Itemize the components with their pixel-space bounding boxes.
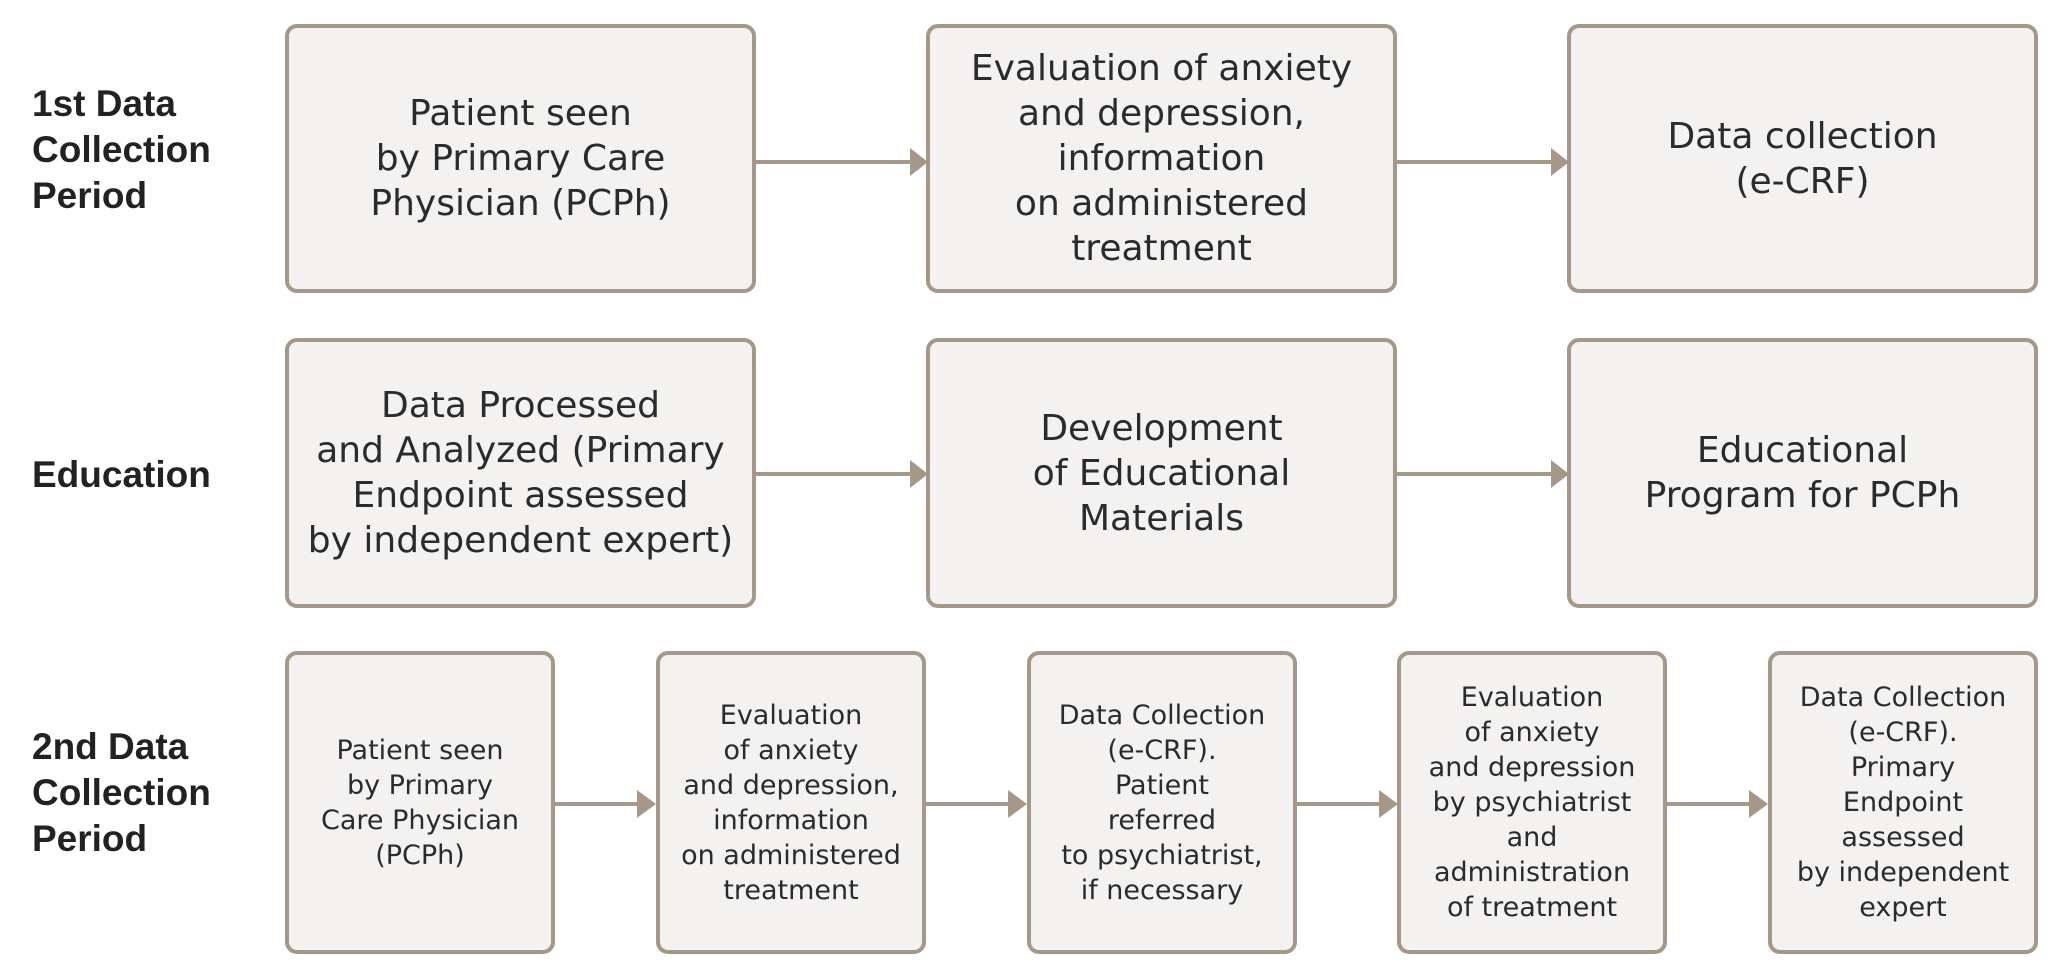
box-text: Evaluation of anxiety and depression, in…	[970, 48, 1353, 269]
arrowhead-3-4	[1749, 790, 1768, 818]
box-evaluation-anxiety-depression: Evaluation of anxiety and depression, in…	[926, 24, 1397, 293]
box-patient-seen-pcph-2: Patient seen by Primary Care Physician (…	[285, 651, 555, 954]
box-evaluation-by-psychiatrist: Evaluation of anxiety and depression by …	[1397, 651, 1667, 954]
box-evaluation-anxiety-depression-2: Evaluation of anxiety and depression, in…	[656, 651, 926, 954]
box-text: Evaluation of anxiety and depression by …	[1428, 682, 1636, 923]
arrowhead-3-1	[637, 790, 656, 818]
box-educational-program-pcph: Educational Program for PCPh	[1567, 338, 2038, 608]
box-data-collection-ecrf: Data collection (e-CRF)	[1567, 24, 2038, 293]
box-text: Educational Program for PCPh	[1644, 430, 1961, 516]
arrowhead-2-1	[910, 460, 928, 488]
box-data-processed-analyzed: Data Processed and Analyzed (Primary End…	[285, 338, 756, 608]
row3-arrows	[555, 790, 1768, 818]
box-text: Data Collection (e-CRF). Primary Endpoin…	[1796, 682, 2010, 923]
row-label-education: Education	[32, 454, 211, 495]
row1-arrows	[756, 148, 1569, 176]
box-data-collection-referral: Data Collection (e-CRF). Patient referre…	[1027, 651, 1297, 954]
arrowhead-1-1	[910, 148, 928, 176]
box-patient-seen-pcph: Patient seen by Primary Care Physician (…	[285, 24, 756, 293]
box-text: Data Processed and Analyzed (Primary End…	[307, 385, 734, 561]
row-label-1st-data-collection: 1st Data Collection Period	[32, 83, 211, 216]
box-text: Development of Educational Materials	[1032, 407, 1291, 539]
arrowhead-3-3	[1379, 790, 1398, 818]
arrowhead-1-2	[1551, 148, 1569, 176]
arrowhead-2-2	[1551, 460, 1569, 488]
box-text: Evaluation of anxiety and depression, in…	[681, 699, 901, 906]
arrowhead-3-2	[1008, 790, 1027, 818]
box-development-educational-materials: Development of Educational Materials	[926, 338, 1397, 608]
box-text: Data collection (e-CRF)	[1667, 115, 1938, 202]
box-data-collection-primary-endpoint: Data Collection (e-CRF). Primary Endpoin…	[1768, 651, 2038, 954]
row-label-2nd-data-collection: 2nd Data Collection Period	[32, 726, 211, 859]
box-text: Patient seen by Primary Care Physician (…	[370, 93, 671, 224]
box-text: Patient seen by Primary Care Physician (…	[320, 734, 520, 871]
row2-arrows	[756, 460, 1569, 488]
box-text: Data Collection (e-CRF). Patient referre…	[1058, 699, 1266, 906]
